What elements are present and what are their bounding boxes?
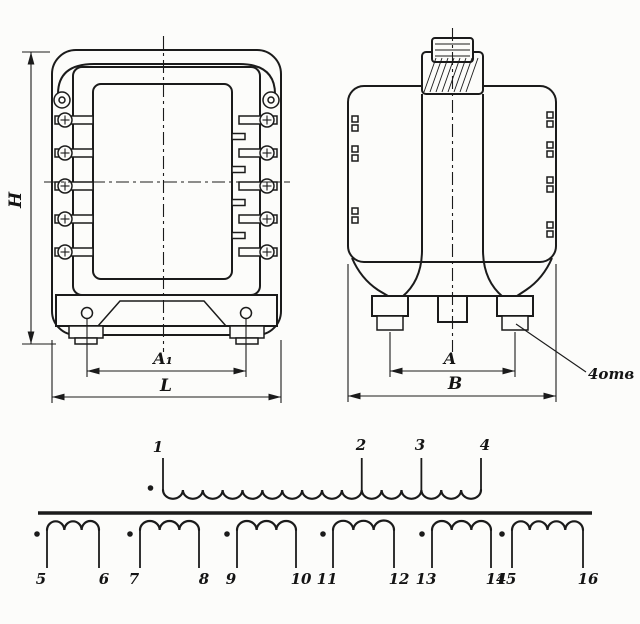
front-view-dimensions: H A₁ L: [6, 51, 282, 403]
dim-label-B: B: [447, 374, 462, 394]
side-foot-right: [496, 295, 534, 317]
mounting-strap-inner-line: [57, 63, 276, 104]
leader-line-holes: [515, 323, 587, 373]
polarity-dot: [224, 531, 230, 537]
terminal-label-6: 6: [99, 570, 110, 588]
polarity-dot: [419, 531, 425, 537]
terminal-label-16: 16: [578, 570, 599, 588]
solder-lug: [231, 132, 246, 141]
terminal-screw-right-4: [238, 211, 278, 227]
primary-winding: 1 2 3 4: [147, 436, 490, 500]
solder-lug: [231, 231, 246, 240]
holes-note-label: 4отв: [588, 365, 634, 383]
polarity-dot: [147, 485, 154, 491]
primary-coil: [161, 488, 483, 500]
dim-label-H: H: [6, 191, 26, 209]
polarity-dot: [499, 531, 505, 537]
terminal-label-15: 15: [496, 570, 517, 588]
foot-right: [229, 325, 265, 339]
terminal-screw-left-2: [54, 145, 94, 161]
secondary-winding-5-6: 5 6: [34, 519, 110, 588]
secondary-winding-13-14: 13 14: [416, 519, 507, 588]
polarity-dot: [320, 531, 326, 537]
terminal-marks-right: [546, 111, 554, 238]
foot-pad-right: [235, 337, 259, 345]
mounting-hole-left: [80, 306, 94, 320]
polarity-dot: [34, 531, 40, 537]
terminal-label-7: 7: [129, 570, 140, 588]
secondary-winding-9-10: 9 10: [224, 519, 312, 588]
terminal-label-13: 13: [416, 570, 437, 588]
solder-lug: [231, 165, 246, 174]
secondary-winding-11-12: 11 12: [317, 519, 410, 588]
polarity-dot: [127, 531, 133, 537]
foot-left: [68, 325, 104, 339]
dim-label-A1: A₁: [151, 349, 172, 368]
foot-pad-left: [74, 337, 98, 345]
terminal-screw-left-1: [54, 112, 94, 128]
dim-label-L: L: [159, 376, 172, 396]
coil-window: [92, 83, 233, 280]
base-bracket: [55, 294, 278, 327]
terminal-screw-right-2: [238, 145, 278, 161]
side-view-dimensions: A B 4отв: [347, 264, 634, 402]
terminal-label-8: 8: [199, 570, 210, 588]
side-foot-pad-right: [501, 315, 529, 331]
terminal-screw-right-5: [238, 244, 278, 260]
terminal-screw-right-1: [238, 112, 278, 128]
base-emboss: [97, 300, 227, 327]
terminal-label-14: 14: [486, 570, 507, 588]
side-foot-pad-left: [376, 315, 404, 331]
terminal-label-3: 3: [415, 436, 425, 454]
terminal-screw-left-5: [54, 244, 94, 260]
terminal-label-9: 9: [226, 570, 237, 588]
terminal-label-2: 2: [355, 436, 366, 454]
terminal-label-4: 4: [480, 436, 490, 454]
strap-lug-right: [262, 91, 280, 109]
terminal-marks-left: [351, 115, 359, 224]
terminal-screw-left-4: [54, 211, 94, 227]
secondary-winding-15-16: 15 16: [496, 520, 599, 588]
side-foot-left: [371, 295, 409, 317]
strap-lug-hole-right: [267, 96, 275, 104]
strap-lug-hole-left: [58, 96, 66, 104]
mounting-hole-right: [239, 306, 253, 320]
terminal-label-12: 12: [389, 570, 410, 588]
side-view: [347, 28, 557, 352]
terminal-label-11: 11: [317, 570, 338, 588]
dim-label-A: A: [442, 349, 456, 368]
solder-lug: [231, 198, 246, 207]
terminal-label-1: 1: [153, 438, 163, 456]
terminal-label-10: 10: [291, 570, 312, 588]
strap-lug-left: [53, 91, 71, 109]
front-view: [44, 36, 290, 352]
secondary-winding-7-8: 7 8: [127, 519, 210, 588]
winding-schematic: 1 2 3 4 5 6 7 8 9 10: [34, 436, 599, 588]
terminal-label-5: 5: [36, 570, 46, 588]
